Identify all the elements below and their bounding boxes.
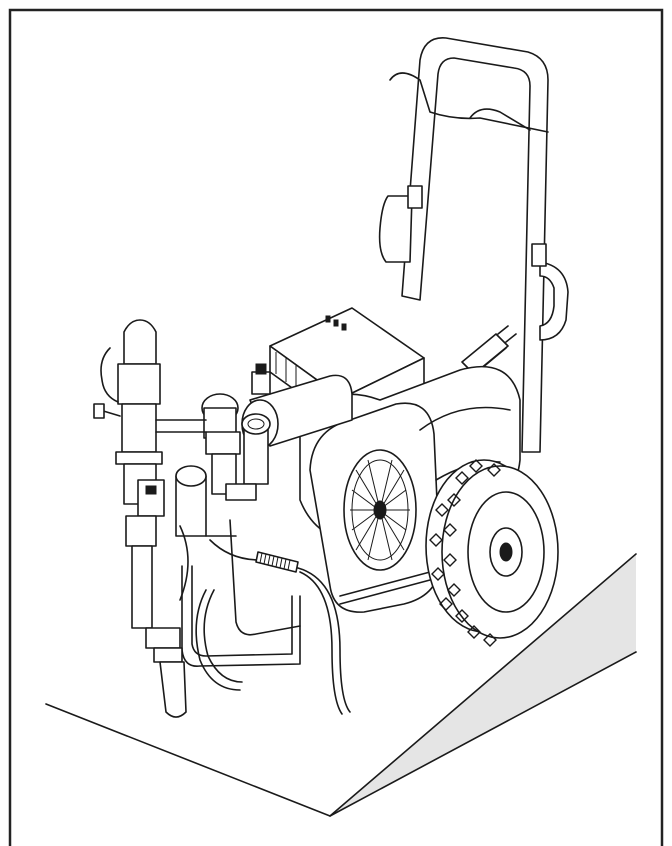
figure-frame [8, 8, 664, 846]
wheel [425, 459, 559, 647]
floor-plane [45, 553, 637, 817]
handle-frame [378, 37, 569, 453]
filter-assembly [175, 413, 271, 537]
hoses [179, 525, 351, 715]
fluid-pump [93, 319, 207, 718]
cart-frame [181, 519, 301, 667]
